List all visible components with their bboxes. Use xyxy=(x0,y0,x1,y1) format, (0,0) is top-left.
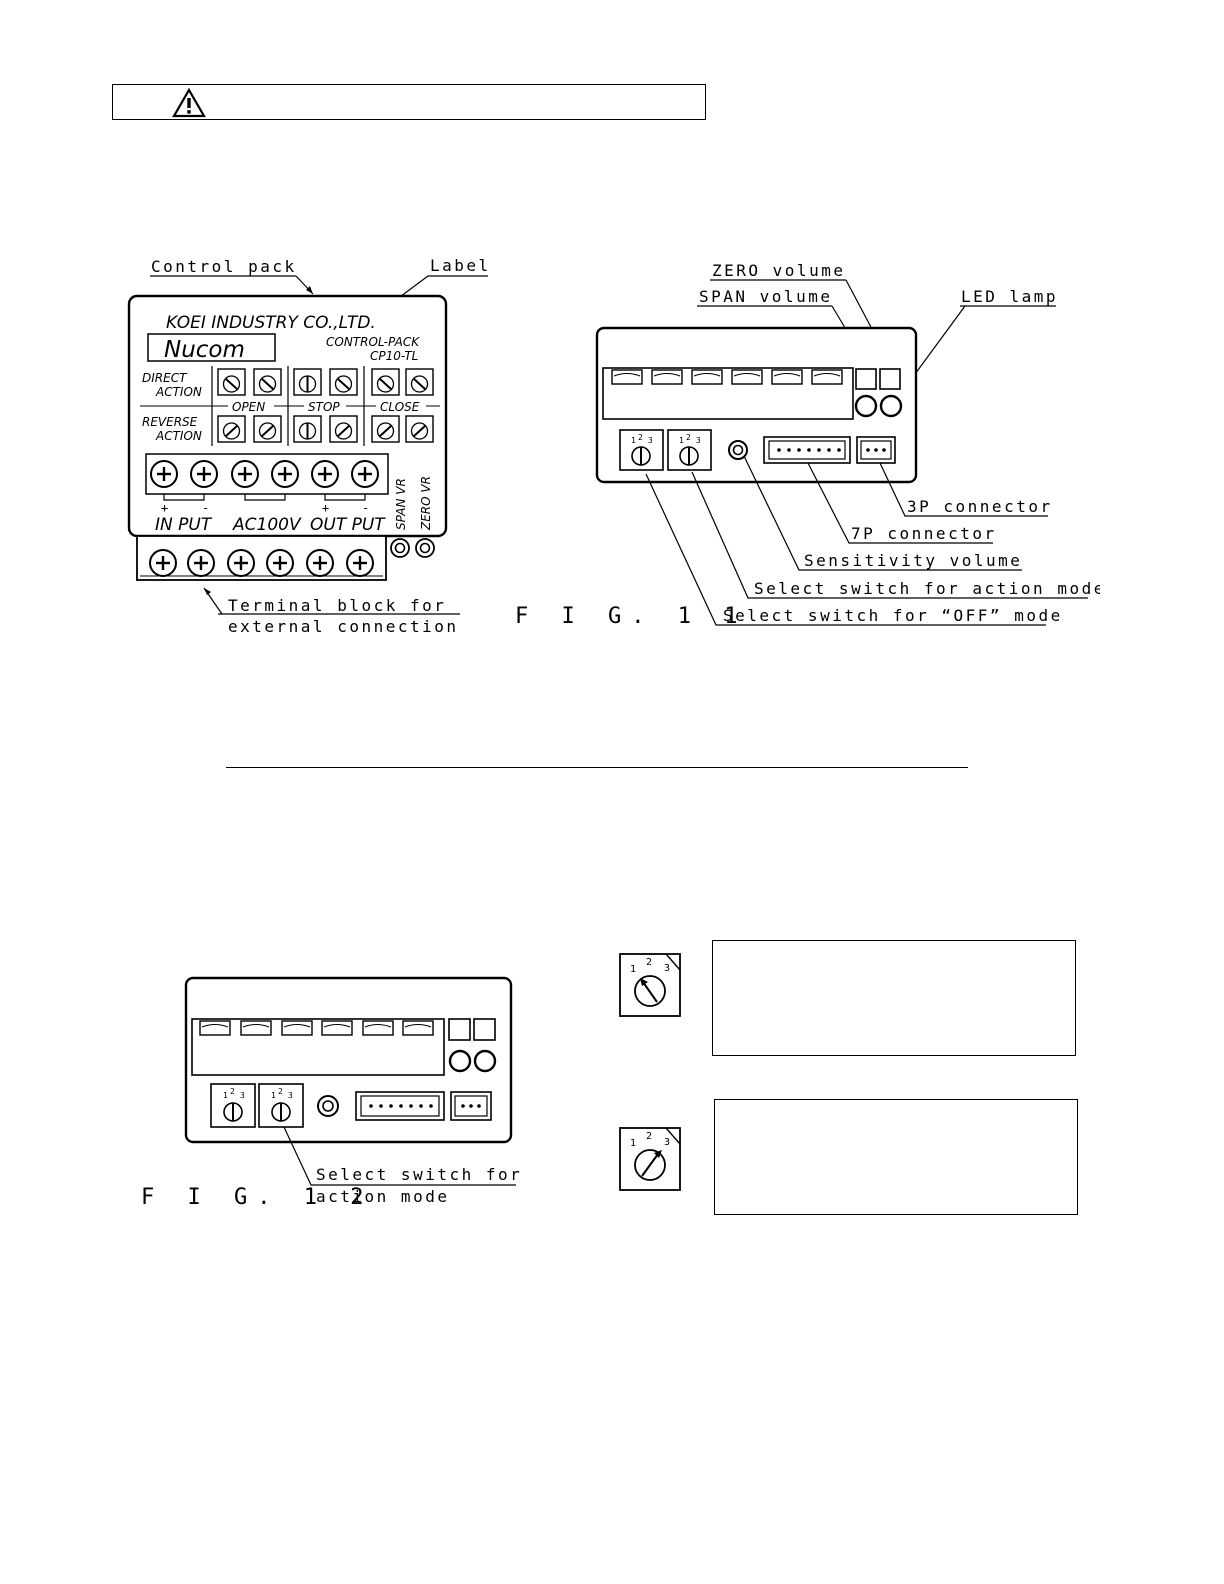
connector-3p-label: 3P connector xyxy=(907,497,1053,516)
sensitivity-volume-knob xyxy=(317,1095,339,1117)
dial-digit-2: 2 xyxy=(278,1087,283,1096)
zero-vr-label: ZERO VR xyxy=(419,476,433,531)
external-terminal-block xyxy=(136,535,387,581)
action-mode-switch-label: Select switch for action mode xyxy=(754,579,1100,598)
led-lamp-1 xyxy=(448,1049,472,1073)
led-lamp-label: LED lamp xyxy=(961,287,1058,306)
connector-7p xyxy=(763,436,851,464)
action-mode-select-switch: 1 2 3 xyxy=(258,1083,304,1128)
dial-digit-1: 1 xyxy=(631,436,636,445)
relay-tabs xyxy=(199,1020,434,1036)
close-label: CLOSE xyxy=(380,400,420,414)
control-pack-label: Control pack xyxy=(151,257,297,276)
span-volume-square xyxy=(855,368,877,390)
mode-dial-illustration-1: 1 2 3 xyxy=(619,953,681,1017)
span-volume-square xyxy=(448,1018,471,1041)
upper-terminal-strip xyxy=(145,453,389,495)
warning-header-box xyxy=(112,84,706,120)
output-plus-sign: + xyxy=(322,501,329,515)
input-plus-sign: + xyxy=(161,501,168,515)
fig12-board-diagram: 1 2 3 1 2 3 Select switch for action mod… xyxy=(141,976,522,1210)
dial-digit-3: 3 xyxy=(664,963,670,974)
dial-digit-3: 3 xyxy=(288,1091,293,1100)
led-lamp-2 xyxy=(879,394,903,418)
off-mode-select-switch: 1 2 3 xyxy=(619,429,664,471)
dial-digit-1: 1 xyxy=(630,1138,636,1149)
span-volume-label: SPAN volume xyxy=(699,287,832,306)
warning-triangle-icon xyxy=(172,87,206,118)
output-minus-sign: - xyxy=(362,501,369,515)
led-lamp-2 xyxy=(473,1049,497,1073)
output-label: OUT PUT xyxy=(310,515,386,535)
company-name: KOEI INDUSTRY CO.,LTD. xyxy=(166,313,376,333)
relay-tabs xyxy=(611,369,843,385)
reverse-action-label-2: ACTION xyxy=(155,429,202,443)
input-minus-sign: - xyxy=(202,501,209,515)
mode-dial-grid xyxy=(217,368,434,443)
open-label: OPEN xyxy=(232,400,265,414)
section-divider xyxy=(226,767,968,768)
zero-volume-label: ZERO volume xyxy=(712,261,845,280)
off-mode-select-switch: 1 2 3 xyxy=(210,1083,256,1128)
direct-action-label-1: DIRECT xyxy=(142,371,188,385)
external-terminal-screws xyxy=(149,549,374,577)
mode-description-box-2 xyxy=(714,1099,1078,1215)
dial-digit-3: 3 xyxy=(664,1137,670,1148)
dial-digit-2: 2 xyxy=(638,433,643,442)
brand-logo: Nucom xyxy=(164,337,245,363)
dial-digit-1: 1 xyxy=(271,1091,276,1100)
dial-digit-1: 1 xyxy=(679,436,684,445)
terminal-block-label-1: Terminal block for xyxy=(228,596,446,615)
dial-digit-2: 2 xyxy=(646,957,652,968)
sensitivity-volume-label: Sensitivity volume xyxy=(804,551,1022,570)
dial-digit-1: 1 xyxy=(223,1091,228,1100)
dial-digit-1: 1 xyxy=(630,964,636,975)
dial-digit-3: 3 xyxy=(696,436,701,445)
terminal-block-label-2: external connection xyxy=(228,617,459,636)
connector-3p xyxy=(856,436,896,464)
fig12-select-label-1: Select switch for xyxy=(316,1165,522,1184)
fig11-control-pack-diagram: Control pack Label KOEI INDUSTRY CO.,LTD… xyxy=(127,256,491,636)
relay-row xyxy=(191,1018,445,1076)
upper-terminal-screws xyxy=(150,460,379,488)
zero-volume-square xyxy=(879,368,901,390)
fig12-select-label-2: action mode xyxy=(316,1187,449,1206)
connector-3p xyxy=(450,1091,492,1121)
fig-11-caption: F I G. 1 1 xyxy=(515,604,747,629)
ac100v-label: AC100V xyxy=(232,515,302,535)
fig-12-caption: F I G. 1 2 xyxy=(141,1185,373,1210)
relay-row xyxy=(602,367,854,420)
action-mode-select-switch: 1 2 3 xyxy=(667,429,712,471)
model-line-1: CONTROL-PACK xyxy=(326,335,420,349)
fig11-board-diagram: ZERO volume SPAN volume LED lamp 1 2 3 1… xyxy=(515,261,1100,629)
input-label: IN PUT xyxy=(155,515,213,535)
dial-digit-2: 2 xyxy=(646,1131,652,1142)
span-vr-label: SPAN VR xyxy=(394,478,408,530)
span-zero-trimmers xyxy=(390,538,435,558)
direct-action-label-2: ACTION xyxy=(155,385,202,399)
mode-description-box-1 xyxy=(712,940,1076,1056)
off-mode-switch-label: Select switch for “OFF” mode xyxy=(723,606,1063,625)
dial-digit-2: 2 xyxy=(686,433,691,442)
stop-label: STOP xyxy=(308,400,340,414)
dial-digit-2: 2 xyxy=(230,1087,235,1096)
reverse-action-label-1: REVERSE xyxy=(142,415,198,429)
model-line-2: CP10-TL xyxy=(370,349,418,363)
dial-digit-3: 3 xyxy=(240,1091,245,1100)
mode-dial-illustration-2: 1 2 3 xyxy=(619,1127,681,1191)
connector-7p xyxy=(355,1091,445,1121)
sensitivity-volume-knob xyxy=(728,440,748,460)
zero-volume-square xyxy=(473,1018,496,1041)
led-lamp-1 xyxy=(854,394,878,418)
dial-digit-3: 3 xyxy=(648,436,653,445)
label-callout: Label xyxy=(430,256,491,275)
connector-7p-label: 7P connector xyxy=(851,524,997,543)
